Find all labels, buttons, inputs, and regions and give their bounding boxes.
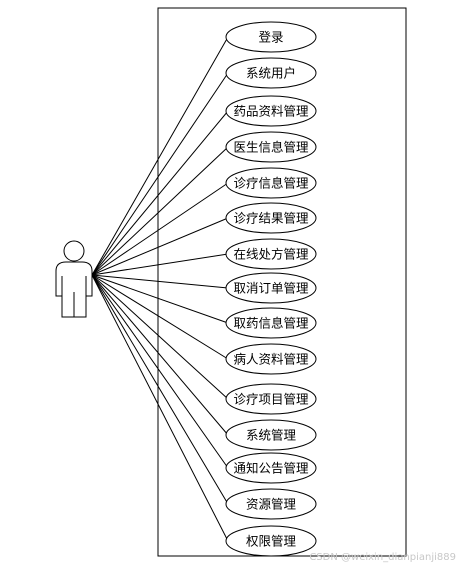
use-case-ellipse <box>225 131 317 163</box>
use-case: 权限管理 <box>225 525 317 557</box>
association-line <box>91 274 229 289</box>
actor-figure <box>55 240 93 318</box>
actor-head <box>63 240 85 262</box>
use-case-label: 诊疗信息管理 <box>233 176 309 191</box>
use-case-label: 资源管理 <box>246 497 297 512</box>
use-case-label: 诊疗结果管理 <box>233 211 309 226</box>
use-case: 系统管理 <box>225 419 317 451</box>
association-line <box>91 274 229 360</box>
association-line <box>91 146 229 276</box>
use-case-label: 诊疗项目管理 <box>233 392 309 407</box>
use-case-ellipse <box>225 452 317 484</box>
association-line <box>91 182 229 276</box>
use-case: 资源管理 <box>225 488 317 520</box>
use-case: 诊疗结果管理 <box>225 202 317 234</box>
association-line <box>91 110 229 276</box>
use-case: 医生信息管理 <box>225 131 317 163</box>
use-case-label: 权限管理 <box>246 534 297 549</box>
use-case: 药品资料管理 <box>225 95 317 127</box>
use-case-ellipse <box>225 419 317 451</box>
association-line <box>91 274 229 469</box>
use-case: 取药信息管理 <box>225 307 317 339</box>
use-case-label: 取消订单管理 <box>233 281 309 296</box>
use-case: 取消订单管理 <box>225 272 317 304</box>
use-case-ellipse <box>225 95 317 127</box>
use-case: 登录 <box>225 21 317 53</box>
use-case-label: 系统用户 <box>246 66 296 81</box>
association-line <box>91 274 229 436</box>
use-case-label: 登录 <box>258 30 283 45</box>
use-case-label: 病人资料管理 <box>233 352 309 367</box>
use-case: 病人资料管理 <box>225 343 317 375</box>
use-case-ellipse <box>225 202 317 234</box>
use-case-nodes: 登录系统用户药品资料管理医生信息管理诊疗信息管理诊疗结果管理在线处方管理取消订单… <box>225 21 317 557</box>
use-case-ellipse <box>225 238 317 270</box>
association-line <box>91 274 229 505</box>
use-case-ellipse <box>225 525 317 557</box>
association-line <box>91 72 229 276</box>
association-line <box>91 274 229 324</box>
association-lines <box>91 36 229 542</box>
use-case-ellipse <box>225 167 317 199</box>
use-case-ellipse <box>225 57 317 89</box>
use-case-label: 在线处方管理 <box>233 247 309 262</box>
use-case: 通知公告管理 <box>225 452 317 484</box>
actor-body <box>55 261 93 318</box>
use-case-ellipse <box>225 383 317 415</box>
association-line <box>91 274 229 400</box>
association-line <box>91 253 229 276</box>
use-case: 系统用户 <box>225 57 317 89</box>
use-case-label: 系统管理 <box>246 428 297 443</box>
watermark: CSDN @weixin_dianpianji889 <box>309 552 456 563</box>
use-case-ellipse <box>225 307 317 339</box>
use-case-ellipse <box>225 488 317 520</box>
use-case-label: 通知公告管理 <box>233 461 309 476</box>
use-case-ellipse <box>225 21 317 53</box>
association-line <box>91 217 229 276</box>
use-case: 在线处方管理 <box>225 238 317 270</box>
use-case: 诊疗项目管理 <box>225 383 317 415</box>
association-line <box>91 36 229 276</box>
use-case-ellipse <box>225 343 317 375</box>
use-case: 诊疗信息管理 <box>225 167 317 199</box>
association-line <box>91 274 229 542</box>
use-case-label: 药品资料管理 <box>233 104 309 119</box>
use-case-label: 取药信息管理 <box>233 316 309 331</box>
use-case-ellipse <box>225 272 317 304</box>
use-case-label: 医生信息管理 <box>233 140 309 155</box>
